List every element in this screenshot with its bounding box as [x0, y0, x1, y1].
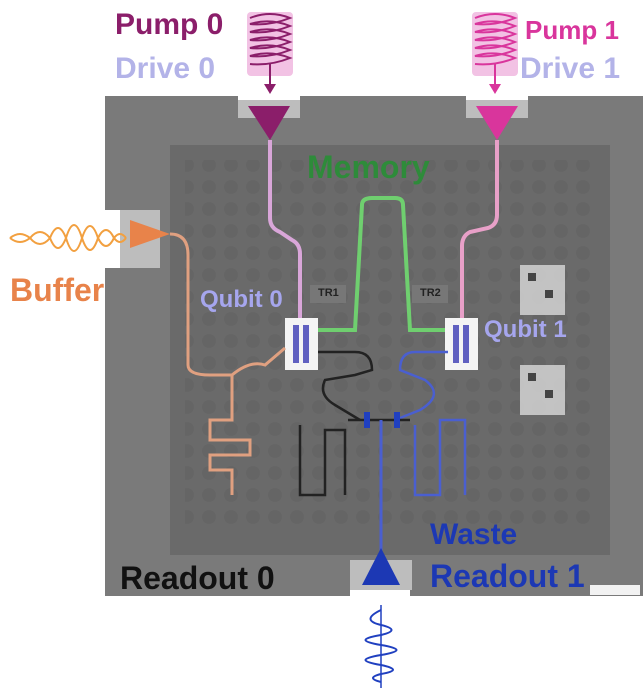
scale-bar	[590, 585, 640, 595]
pump0-coil-icon	[247, 12, 293, 94]
qubit0-label: Qubit 0	[200, 286, 283, 313]
tr2-tag-bg	[412, 285, 448, 303]
pump1-label: Pump 1	[525, 15, 619, 45]
pump1-line	[460, 106, 518, 320]
readout1-label: Readout 1	[430, 558, 585, 594]
qubit0-chip	[285, 318, 318, 370]
pump1-coil-icon	[472, 12, 518, 94]
readout1-line	[348, 350, 467, 585]
test-structures	[520, 265, 565, 415]
waste-wavepacket-icon	[364, 605, 398, 688]
tr2-label: TR2	[420, 287, 441, 299]
tr1-label: TR1	[318, 287, 339, 299]
qubit1-chip	[445, 318, 478, 370]
buffer-label: Buffer	[10, 272, 105, 308]
memory-line	[318, 196, 448, 332]
pump0-line	[248, 106, 302, 320]
memory-label: Memory	[307, 149, 430, 185]
drive1-label: Drive 1	[520, 52, 621, 85]
readout0-label: Readout 0	[120, 560, 275, 596]
drive0-label: Drive 0	[115, 52, 216, 85]
tr1-tag-bg	[310, 285, 346, 303]
qubit1-label: Qubit 1	[484, 316, 567, 343]
buffer-wavepacket-icon	[9, 224, 127, 252]
pump0-label: Pump 0	[115, 8, 224, 41]
waste-label: Waste	[430, 518, 518, 551]
readout0-line	[298, 350, 374, 497]
buffer-line	[130, 220, 286, 495]
